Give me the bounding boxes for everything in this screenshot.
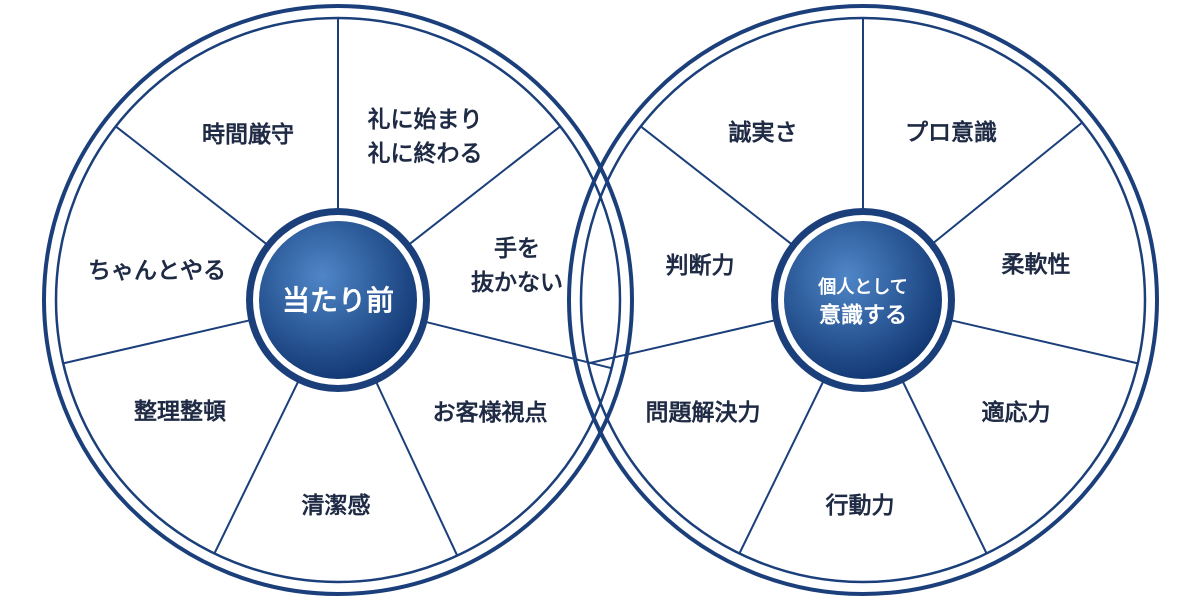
spoke-line (738, 380, 825, 554)
spoke-line (408, 125, 561, 246)
spoke-line (901, 380, 988, 554)
segment-label: 礼に始まり礼に終わる (368, 106, 483, 167)
segment-label-line: 清潔感 (302, 492, 371, 519)
segment-label: 整理整頓 (134, 398, 226, 425)
wheel-spokes (587, 18, 1139, 554)
center-label-line: 個人として (817, 277, 908, 298)
segment-label: 柔軟性 (1002, 251, 1071, 278)
segment-label-line: 判断力 (666, 252, 735, 279)
spoke-line (932, 121, 1083, 245)
segment-label-line: ちゃんとやる (88, 258, 226, 284)
center-label-atarimae: 当たり前 (282, 284, 394, 317)
segment-label: 行動力 (825, 492, 895, 519)
segment-label-line: お客様視点 (433, 399, 548, 426)
center-label-line: 意識する (819, 303, 907, 329)
outer-ring (42, 4, 634, 596)
segment-label-line: プロ意識 (905, 119, 997, 146)
spoke-line (62, 319, 251, 365)
segment-label-line: 誠実さ (729, 119, 798, 146)
center-label-kojin: 個人として意識する (817, 277, 908, 329)
segment-label-line: 手を (494, 236, 540, 262)
segment-label-line: 柔軟性 (1002, 251, 1071, 278)
spoke-line (950, 319, 1139, 365)
segment-label: 時間厳守 (202, 121, 294, 148)
segment-label: 手を抜かない (471, 236, 563, 296)
segment-label: お客様視点 (433, 399, 548, 426)
spoke-line (425, 320, 612, 370)
center-label-line: 当たり前 (282, 284, 394, 317)
segment-label-line: 問題解決力 (646, 399, 761, 426)
segment-label: 判断力 (666, 252, 735, 279)
segment-label: ちゃんとやる (88, 258, 226, 284)
segment-label-line: 適応力 (982, 399, 1051, 426)
outer-ring (567, 4, 1159, 596)
segment-label-line: 礼に終わる (368, 140, 483, 167)
segment-label-line: 礼に始まり (368, 106, 483, 133)
segment-label: プロ意識 (905, 119, 997, 146)
spoke-line (213, 380, 300, 554)
spoke-line (587, 319, 776, 365)
segment-label: 問題解決力 (646, 399, 761, 426)
hub-circle (784, 221, 942, 379)
segment-label-line: 行動力 (825, 492, 895, 519)
spoke-line (115, 125, 268, 246)
segment-label: 清潔感 (302, 492, 371, 519)
segment-label: 誠実さ (729, 119, 798, 146)
spoke-line (640, 125, 793, 246)
wheel-spokes (62, 18, 612, 557)
segment-label-line: 整理整頓 (134, 398, 226, 425)
spoke-line (375, 381, 459, 557)
hub-circle (259, 221, 417, 379)
segment-label-line: 時間厳守 (202, 121, 294, 148)
segment-label-line: 抜かない (471, 269, 563, 296)
segment-label: 適応力 (982, 399, 1051, 426)
